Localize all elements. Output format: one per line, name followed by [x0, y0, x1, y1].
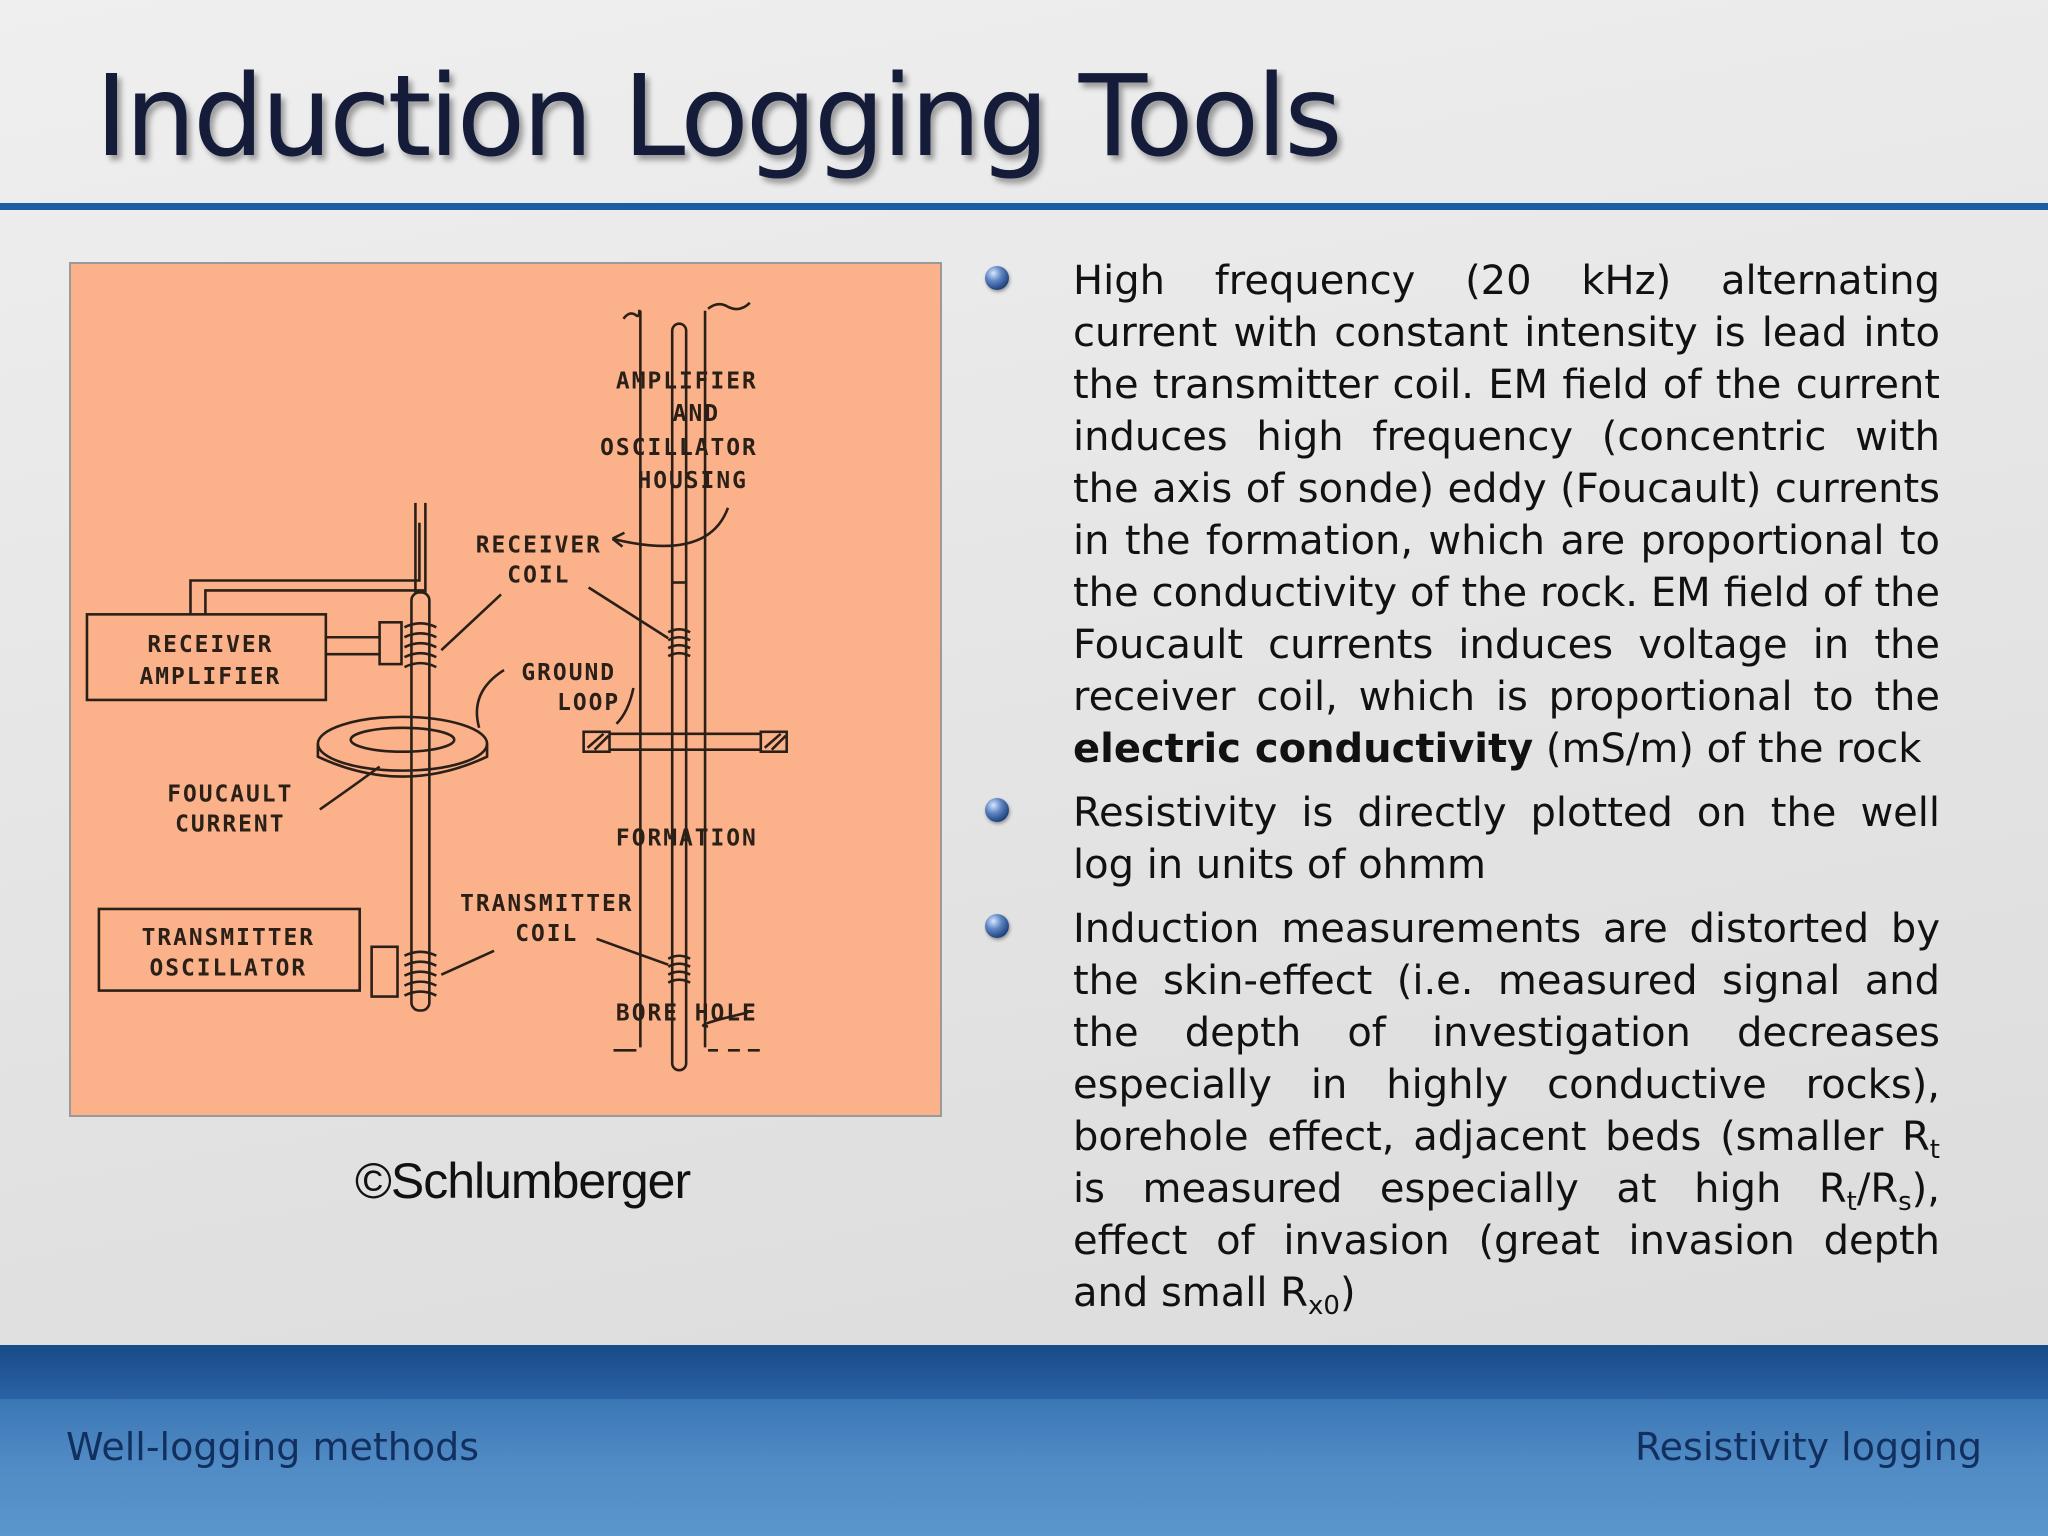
footer-band	[0, 1345, 2048, 1399]
bullet-text: High frequency (20 kHz) alternating curr…	[1073, 258, 1940, 772]
arrow-receiver-coil-left	[440, 593, 502, 652]
label-ground-loop-1: GROUND	[521, 660, 616, 686]
subscript: t	[1929, 1135, 1940, 1165]
foucault-ring-side	[316, 743, 489, 778]
slide-title: Induction Logging Tools	[95, 52, 1343, 182]
left-transmitter-coil	[370, 945, 437, 998]
label-bore-hole: BORE HOLE	[616, 1000, 758, 1026]
sonde-body	[670, 322, 688, 1072]
arrow-transmitter-coil-left	[440, 949, 495, 976]
bullet-text-part: (mS/m) of the rock	[1533, 726, 1922, 772]
diagram-svg: AMPLIFIER AND OSCILLATOR HOUSING RECEIVE…	[85, 301, 788, 1072]
sonde-transmitter-coil	[667, 954, 691, 984]
arrow-foucault	[319, 765, 381, 811]
label-foucault-current-2: CURRENT	[175, 811, 285, 837]
surface-wavy-left	[622, 309, 641, 320]
footer-right-text: Resistivity logging	[1634, 1425, 1982, 1469]
subscript: x0	[1308, 1291, 1340, 1321]
receiver-lead-1	[189, 522, 421, 615]
label-ground-loop-2: LOOP	[557, 690, 620, 716]
bullet-text-part: is measured especially at high R	[1073, 1166, 1847, 1212]
label-and: AND	[673, 401, 720, 427]
bullet-item: Resistivity is directly plotted on the w…	[985, 787, 1940, 891]
bullet-text-part: ), effect of invasion (great invasion de…	[1073, 1166, 1940, 1316]
footer-bar	[0, 1345, 2048, 1536]
label-transmitter-oscillator-2: OSCILLATOR	[149, 956, 307, 982]
arrow-ground-loop-2	[615, 687, 635, 725]
arrow-housing	[612, 507, 730, 548]
bullet-item: Induction measurements are distorted by …	[985, 903, 1940, 1319]
label-receiver-coil-2: COIL	[507, 563, 570, 589]
bullet-text: Induction measurements are distorted by …	[1073, 906, 1940, 1319]
bullet-text-part: )	[1339, 1270, 1356, 1316]
transmitter-oscillator-box	[97, 907, 361, 992]
bullet-text-part: High frequency (20 kHz) alternating curr…	[1073, 258, 1940, 720]
bullet-icon	[985, 914, 1009, 938]
subscript: s	[1898, 1187, 1912, 1217]
label-transmitter-oscillator-1: TRANSMITTER	[142, 925, 315, 951]
surface-wavy-right	[707, 301, 751, 311]
label-amplifier: AMPLIFIER	[616, 368, 758, 394]
bullet-icon	[985, 798, 1009, 822]
subscript: t	[1846, 1187, 1857, 1217]
foucault-ring-inner	[349, 726, 456, 754]
label-transmitter-coil-2: COIL	[515, 921, 578, 947]
arrow-receiver-coil-right	[587, 586, 669, 640]
foucault-ring-outer	[316, 715, 489, 772]
receiver-lead-2	[204, 589, 425, 615]
label-foucault-current-1: FOUCAULT	[167, 781, 293, 807]
bullet-text-part: Induction measurements are distorted by …	[1073, 906, 1940, 1160]
label-receiver-amplifier-1: RECEIVER	[147, 632, 273, 658]
coil-shaft	[410, 591, 431, 1012]
arrow-transmitter-coil-right	[596, 937, 669, 966]
ground-loop-block-left	[582, 730, 611, 754]
arrow-bore-hole	[701, 1011, 749, 1028]
footer-left-text: Well-logging methods	[66, 1425, 479, 1469]
left-receiver-coil	[378, 621, 437, 669]
bullet-text-part: /R	[1856, 1166, 1899, 1212]
bullet-item: High frequency (20 kHz) alternating curr…	[985, 255, 1940, 775]
label-formation: FORMATION	[616, 825, 758, 851]
bullet-list: High frequency (20 kHz) alternating curr…	[985, 255, 1940, 1331]
coil-shaft-top	[414, 502, 427, 593]
ground-loop-block-right	[759, 730, 788, 754]
arrow-ground-loop	[475, 668, 505, 729]
bullet-icon	[985, 266, 1009, 290]
label-receiver-coil-1: RECEIVER	[476, 533, 602, 559]
induction-tool-diagram: AMPLIFIER AND OSCILLATOR HOUSING RECEIVE…	[69, 262, 942, 1117]
label-housing: HOUSING	[638, 468, 748, 494]
label-receiver-amplifier-2: AMPLIFIER	[139, 664, 281, 690]
bullet-text-bold: electric conductivity	[1073, 726, 1534, 772]
title-divider	[0, 203, 2048, 210]
label-transmitter-coil-1: TRANSMITTER	[460, 891, 633, 917]
figure-caption: ©Schlumberger	[355, 1153, 691, 1209]
sonde-receiver-coil	[667, 627, 691, 658]
label-oscillator: OSCILLATOR	[600, 435, 758, 461]
bullet-text: Resistivity is directly plotted on the w…	[1073, 790, 1940, 888]
